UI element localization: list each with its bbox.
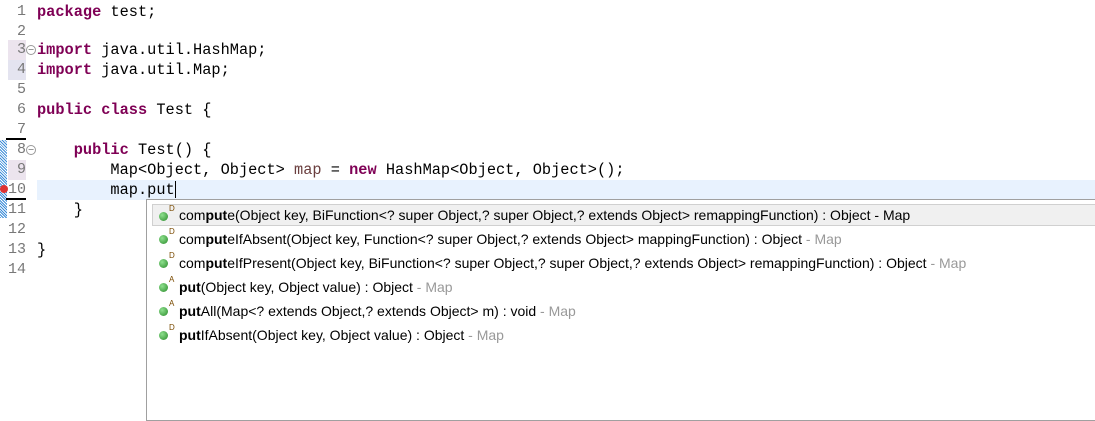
completion-match: put — [205, 231, 228, 247]
method-badge: D — [169, 204, 175, 213]
public-method-icon: D — [159, 324, 175, 340]
method-badge: A — [169, 299, 175, 308]
line-number-gutter: 1 2 3 4 5 6 7 8 9 10 11 12 13 14 − − — [0, 0, 36, 409]
line-number: 5 — [16, 81, 26, 98]
public-method-icon: D — [159, 228, 175, 244]
line-number: 6 — [16, 101, 26, 118]
fold-toggle-icon[interactable]: − — [26, 45, 36, 55]
public-method-icon: D — [159, 252, 175, 268]
completion-owner: - Map — [870, 207, 911, 223]
completion-name-prefix: com — [179, 207, 206, 223]
completion-match: put — [205, 207, 228, 223]
method-badge: D — [169, 323, 175, 332]
code-line: Map<Object, Object> map = new HashMap<Ob… — [37, 161, 625, 179]
completion-signature: (Object key, Function<? super Object,? e… — [286, 231, 803, 247]
range-marker — [6, 138, 26, 140]
line-number: 10 — [8, 181, 27, 198]
completion-name-prefix: com — [179, 255, 206, 271]
completion-name-suffix: IfAbsent — [200, 327, 253, 343]
line-number: 14 — [8, 261, 27, 278]
public-method-icon: A — [159, 300, 174, 316]
code-line: import java.util.HashMap; — [37, 41, 267, 59]
completion-owner: - Map — [926, 255, 967, 271]
code-editor[interactable]: package test; import java.util.HashMap; … — [37, 0, 1095, 409]
completion-match: put — [179, 327, 201, 343]
range-marker — [6, 198, 26, 200]
line-number: 8 — [16, 141, 26, 158]
line-number: 7 — [16, 121, 26, 138]
completion-match: put — [179, 279, 201, 295]
code-line: } — [37, 241, 47, 259]
change-marker — [0, 140, 7, 218]
fold-toggle-icon[interactable]: − — [26, 145, 36, 155]
method-badge: A — [169, 275, 175, 284]
completion-signature: (Object key, Object value) : Object — [252, 327, 465, 343]
completion-match: put — [179, 303, 201, 319]
completion-name-suffix: All — [200, 303, 217, 319]
completion-owner: - Map — [412, 279, 453, 295]
line-number: 9 — [8, 160, 26, 180]
current-code-line: map.put — [37, 181, 176, 200]
completion-name-suffix: eIfPresent — [227, 255, 292, 271]
line-number: 3 — [8, 40, 26, 60]
method-badge: D — [169, 251, 175, 260]
code-line: } — [37, 201, 83, 219]
completion-owner: - Map — [464, 327, 504, 343]
code-line: package test; — [37, 3, 157, 21]
code-line: import java.util.Map; — [37, 61, 230, 79]
public-method-icon: D — [159, 205, 175, 221]
line-number: 13 — [8, 241, 27, 258]
completion-signature: (Object key, BiFunction<? super Object,?… — [291, 255, 927, 271]
completion-name-suffix: eIfAbsent — [227, 231, 287, 247]
error-icon — [0, 185, 8, 193]
completion-signature: (Object key, Object value) : Object — [200, 279, 413, 295]
completion-name-prefix: com — [179, 231, 206, 247]
line-number: 4 — [8, 60, 26, 80]
line-number: 11 — [8, 201, 27, 218]
text-caret — [174, 181, 176, 199]
completion-signature: (Map<? extends Object,? extends Object> … — [216, 303, 537, 319]
code-line: public Test() { — [73, 141, 212, 159]
method-badge: D — [169, 227, 175, 236]
line-number: 2 — [16, 23, 26, 40]
line-number: 1 — [16, 3, 26, 20]
completion-name-suffix: e — [227, 207, 236, 223]
line-number: 12 — [8, 221, 27, 238]
code-line: public class Test { — [37, 101, 212, 119]
public-method-icon: A — [159, 276, 174, 292]
completion-owner: - Map — [802, 231, 842, 247]
completion-owner: - Map — [536, 303, 576, 319]
completion-signature: (Object key, BiFunction<? super Object,?… — [235, 207, 871, 223]
completion-match: put — [205, 255, 228, 271]
current-line-highlight — [37, 180, 1095, 200]
